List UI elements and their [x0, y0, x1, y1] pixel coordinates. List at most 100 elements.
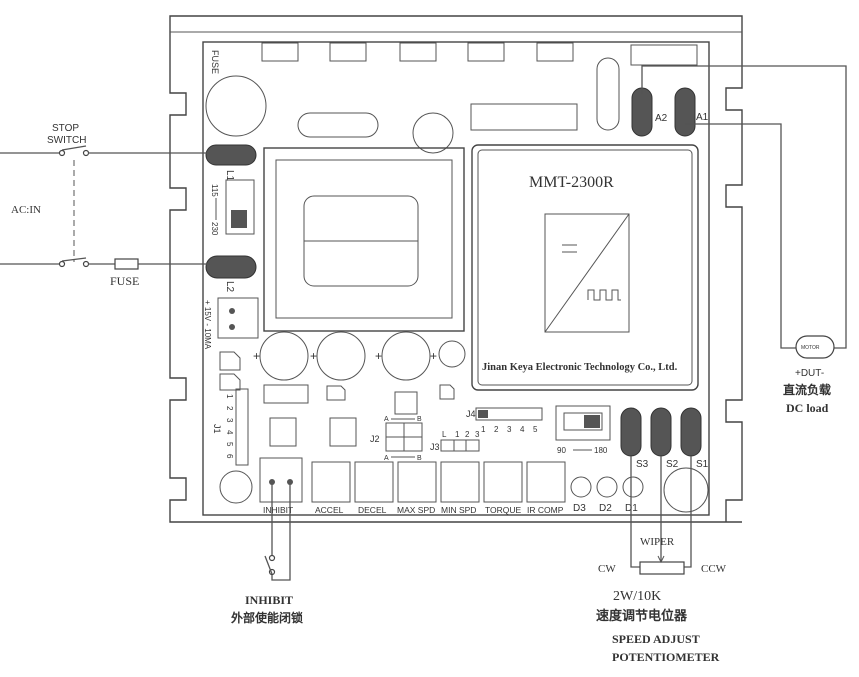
terminal-l1[interactable]: L1	[205, 144, 257, 182]
j2-bottom-a: A	[384, 455, 389, 462]
capacitor-oval	[297, 112, 379, 138]
module-manufacturer: Jinan Keya Electronic Technology Co., Lt…	[482, 362, 678, 373]
l1-label: L1	[224, 170, 235, 182]
controller-module: MMT-2300R Jinan Keya Electronic Technolo…	[471, 144, 699, 391]
resistor-oval	[596, 57, 620, 131]
pot-en-label-2: POTENTIOMETER	[612, 650, 720, 664]
potentiometer-wiring	[630, 456, 692, 575]
j2-top-a: A	[384, 416, 389, 423]
relay-block	[470, 103, 578, 131]
voltage-selector-switch[interactable]: 115 230	[210, 179, 255, 236]
wiper-label: WIPER	[640, 536, 675, 548]
ac-in-label: AC:IN	[11, 204, 41, 216]
s2-label: S2	[666, 459, 679, 470]
terminal-a2[interactable]: A2	[631, 87, 668, 137]
j4-pin-3: 3	[507, 425, 512, 434]
j4-pin-4: 4	[520, 425, 525, 434]
board-fuse-label: FUSE	[210, 50, 220, 74]
j1-pin-3: 3	[225, 418, 234, 423]
pcb-board	[202, 41, 710, 516]
angle-low: 90	[557, 446, 566, 455]
svg-text:MOTOR: MOTOR	[801, 345, 820, 351]
j4-pin-1: 1	[481, 425, 486, 434]
stop-switch-label-2: SWITCH	[47, 135, 86, 146]
supply-label: + 15V - 10MA	[203, 300, 212, 350]
inhibit-label: INHIBIT	[245, 593, 293, 607]
s1-label: S1	[696, 459, 709, 470]
pot-rating: 2W/10K	[613, 589, 661, 604]
angle-high: 180	[594, 446, 608, 455]
j3-pin-3: 3	[475, 430, 480, 439]
motor-polarity-label: +DUT-	[795, 368, 824, 379]
external-fuse-label: FUSE	[110, 274, 139, 288]
svg-text:+: +	[375, 349, 382, 363]
ccw-label: CCW	[701, 563, 727, 575]
j4-pin-5: 5	[533, 425, 538, 434]
j4-pin-2: 2	[494, 425, 499, 434]
label-torque: TORQUE	[485, 505, 522, 515]
j1-pin-6: 6	[225, 454, 234, 459]
inhibit-terminal[interactable]	[259, 457, 303, 503]
ac-input-wiring	[0, 145, 210, 270]
motor-icon: MOTOR	[795, 335, 835, 359]
small-components	[219, 351, 455, 504]
svg-text:+: +	[430, 349, 437, 363]
inhibit-wiring	[264, 484, 291, 581]
dc-load-en: DC load	[786, 401, 829, 415]
fuse-holder	[205, 75, 267, 137]
j1-pin-4: 4	[225, 430, 234, 435]
j1-label: J1	[212, 424, 222, 434]
header-j4[interactable]: J4 1 2 3 4 5	[466, 407, 543, 434]
s3-label: S3	[636, 459, 649, 470]
transformer	[263, 147, 465, 332]
a1-label: A1	[696, 112, 709, 123]
label-min-spd: MIN SPD	[441, 505, 476, 515]
j3-pin-1: 1	[455, 430, 460, 439]
heatsink-plate	[169, 15, 743, 523]
j2-top-b: B	[417, 416, 422, 423]
label-decel: DECEL	[358, 505, 387, 515]
capacitor-round	[412, 112, 454, 154]
trimpot-row[interactable]	[311, 461, 566, 503]
d2-label: D2	[599, 503, 612, 514]
dc-load-cn: 直流负载	[783, 382, 831, 397]
voltage-low: 115	[210, 184, 219, 197]
label-ir-comp: IR COMP	[527, 505, 564, 515]
inhibit-cn-label: 外部使能闭锁	[231, 610, 303, 625]
j1-pin-2: 2	[225, 406, 234, 411]
pot-cn-label: 速度调节电位器	[596, 608, 688, 623]
j3-pin-l: L	[442, 430, 447, 439]
j3-pin-2: 2	[465, 430, 470, 439]
top-terminal-blocks	[261, 42, 698, 66]
status-leds: D3 D2 D1	[570, 467, 709, 514]
label-accel: ACCEL	[315, 505, 344, 515]
stop-switch-label-1: STOP	[52, 123, 79, 134]
terminal-l2[interactable]: L2	[205, 255, 257, 293]
j2-label: J2	[370, 434, 380, 444]
cw-label: CW	[598, 563, 616, 575]
j1-pin-1: 1	[225, 394, 234, 399]
module-model: MMT-2300R	[529, 174, 614, 191]
d3-label: D3	[573, 503, 586, 514]
terminal-a1[interactable]: A1	[674, 87, 709, 137]
voltage-high: 230	[210, 222, 219, 236]
supply-terminal-15v[interactable]: + 15V - 10MA	[203, 297, 259, 350]
label-max-spd: MAX SPD	[397, 505, 435, 515]
pot-en-label-1: SPEED ADJUST	[612, 632, 700, 646]
angle-selector-switch[interactable]: 90 180	[555, 405, 611, 455]
j4-label: J4	[466, 409, 476, 419]
header-j1[interactable]: 1 2 3 4 5 6 J1	[212, 388, 249, 466]
j2-bottom-b: B	[417, 455, 422, 462]
speed-pot-terminals[interactable]: S3 S2 S1	[620, 407, 709, 470]
j1-pin-5: 5	[225, 442, 234, 447]
motor-wiring	[641, 65, 847, 349]
j3-label: J3	[430, 442, 440, 452]
a2-label: A2	[655, 113, 668, 124]
electrolytic-capacitors: + + + +	[253, 331, 466, 381]
svg-text:+: +	[253, 349, 260, 363]
l2-label: L2	[224, 281, 235, 293]
jumper-j2[interactable]: A B A B J2	[370, 416, 423, 462]
jumper-j3[interactable]: L 1 2 3 J3	[430, 430, 480, 452]
